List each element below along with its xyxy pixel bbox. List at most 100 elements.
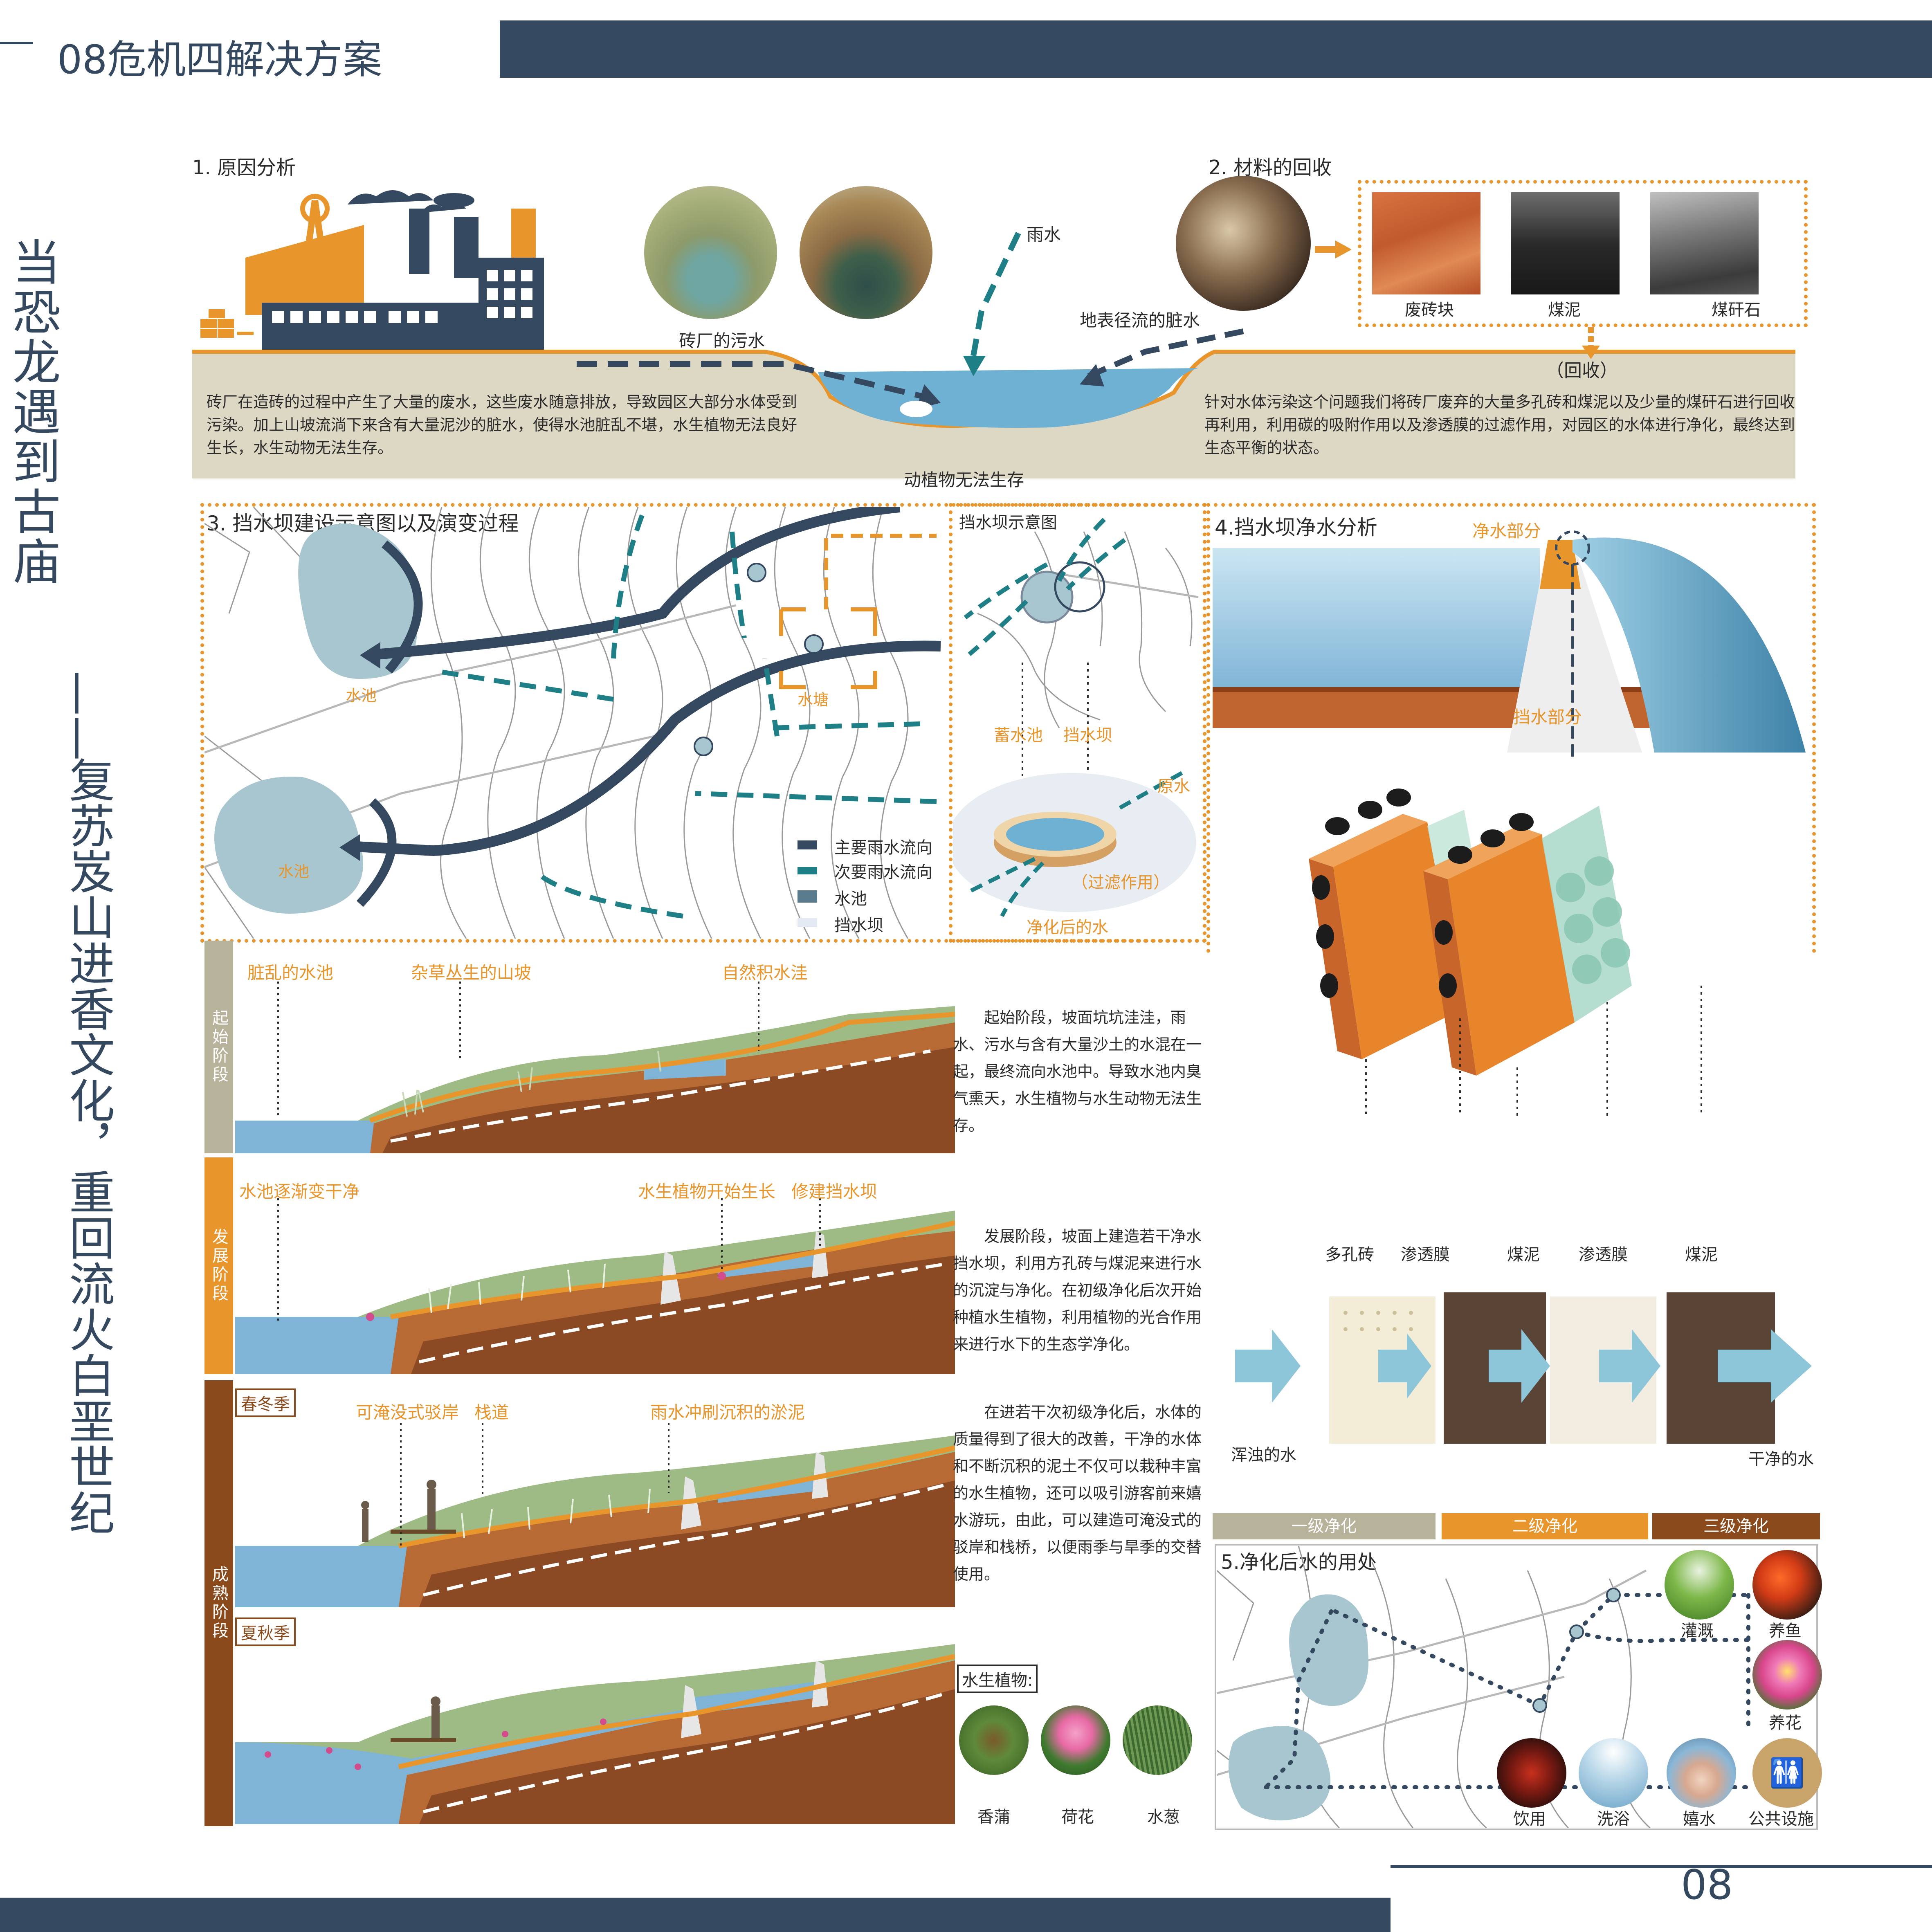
use-public-facility-icon: 🚻 (1752, 1738, 1822, 1808)
vertical-sub-title: 复苏岌山进香文化，重回流火白垩世纪 (61, 757, 115, 1535)
season-tag-summer-autumn: 夏秋季 (235, 1617, 296, 1646)
layer-label-membrane-2: 渗透膜 (1579, 1245, 1628, 1264)
stage3-label-submersible-bank: 可淹没式驳岸 (356, 1402, 459, 1422)
dirty-water-label: 浑浊的水 (1231, 1446, 1296, 1465)
section2-title: 2. 材料的回收 (1209, 156, 1332, 179)
stage2-label-clearing-pond: 水池逐渐变干净 (239, 1182, 360, 1202)
layer-label-coal-slime-2: 煤泥 (1685, 1245, 1718, 1264)
stage1-guides (277, 982, 759, 1117)
clean-water-label: 干净的水 (1748, 1450, 1814, 1469)
recycle-label: （回收） (1546, 360, 1618, 381)
dam-cross-section (1213, 530, 1806, 761)
material-brick-photo (1372, 192, 1480, 294)
plant-cattail-photo (959, 1705, 1029, 1775)
stage3-summer-section-illustration (235, 1644, 955, 1824)
plant-label-bulrush: 水葱 (1147, 1808, 1180, 1826)
stage1-description: 起始阶段，坡面坑坑洼洼，雨水、污水与含有大量沙土的水混在一起，最终流向水池中。导… (953, 1009, 1202, 1134)
stage2-guides (277, 1198, 821, 1321)
rain-label: 雨水 (1027, 225, 1061, 245)
restroom-icon: 🚻 (1769, 1756, 1805, 1790)
plant-bulrush-photo (1123, 1705, 1192, 1775)
material-coal-slime-photo (1511, 192, 1620, 294)
material-label-brick: 废砖块 (1405, 301, 1454, 319)
plant-label-lotus: 荷花 (1061, 1808, 1094, 1826)
use-label-drinking: 饮用 (1513, 1810, 1546, 1829)
level-2-label: 二级净化 (1512, 1517, 1578, 1536)
use-bathing-photo (1579, 1738, 1648, 1808)
filter-block-illustration (1309, 789, 1702, 1117)
use-irrigation-photo (1665, 1550, 1734, 1620)
section4-box (1206, 503, 1816, 953)
stage3-label-boardwalk: 栈道 (474, 1402, 509, 1422)
level-3-band: 三级净化 (1652, 1513, 1820, 1539)
section1-title: 1. 原因分析 (192, 156, 296, 179)
legend-minor-flow: 次要雨水流向 (834, 863, 932, 882)
legend-pond: 水池 (834, 890, 867, 908)
use-drinking-photo (1497, 1738, 1566, 1808)
inset-diagram (953, 518, 1199, 917)
stage3-spring-guides (400, 1423, 669, 1546)
map-pond-label-2: 水池 (278, 863, 310, 881)
footer-number-plate (1391, 1865, 1932, 1932)
materials-box (1358, 180, 1808, 327)
stage1-label-dirty-pond: 脏乱的水池 (247, 963, 334, 983)
use-fish-photo (1752, 1550, 1822, 1620)
pond-bottom-label: 动植物无法生存 (904, 470, 1024, 490)
inset-label-filter: （过滤作用） (1072, 873, 1170, 892)
pond-photo-caption: 砖厂的污水 (679, 331, 765, 351)
map-pond-label-1: 水池 (346, 687, 377, 705)
dam-plan-map (204, 507, 941, 939)
stage1-section-illustration (235, 1006, 955, 1153)
inset-label-dam: 挡水坝 (1063, 726, 1112, 745)
inset-label-raw-water: 原水 (1157, 777, 1190, 796)
aquatic-plants-title: 水生植物: (957, 1665, 1038, 1693)
inset-label-reservoir: 蓄水池 (994, 726, 1043, 745)
layer-label-coal-slime-1: 煤泥 (1507, 1245, 1540, 1264)
material-label-coal-slime: 煤泥 (1548, 301, 1581, 319)
material-label-gangue: 煤矸石 (1712, 301, 1761, 319)
legend-dam: 挡水坝 (834, 916, 883, 935)
plant-label-cattail: 香蒲 (977, 1808, 1010, 1826)
header-title-plate: 08危机四解决方案 (0, 20, 503, 83)
section3-inset-box (949, 503, 1206, 943)
kiln-arrow (1315, 240, 1352, 258)
clean-part-label: 净水部分 (1472, 521, 1541, 541)
section5-title: 5.净化后水的用处 (1221, 1551, 1377, 1574)
stage2-section-illustration (235, 1211, 955, 1374)
plant-lotus-photo (1041, 1705, 1110, 1775)
stage3-description: 在进若干次初级净化后，水体的质量得到了很大的改善，干净的水体和不断沉积的泥土不仅… (953, 1403, 1202, 1583)
use-play-photo (1667, 1738, 1736, 1808)
level-2-band: 二级净化 (1442, 1513, 1648, 1539)
inset-label-clean-water: 净化后的水 (1027, 918, 1108, 937)
filtration-sequence (1235, 1292, 1812, 1444)
use-label-fish: 养鱼 (1769, 1622, 1802, 1640)
runoff-label: 地表径流的脏水 (1080, 310, 1200, 330)
stage2-label-build-dam: 修建挡水坝 (791, 1182, 878, 1202)
section1-description: 砖厂在造砖的过程中产生了大量的废水，这些废水随意排放，导致园区大部分水体受到污染… (207, 393, 798, 457)
recycle-arrow (1582, 327, 1600, 359)
use-label-bathing: 洗浴 (1597, 1810, 1630, 1829)
factory-illustration (200, 190, 544, 356)
polluted-pond-photo-1 (644, 186, 777, 319)
layer-label-membrane-1: 渗透膜 (1401, 1245, 1450, 1264)
layer-label-porous-brick: 多孔砖 (1325, 1245, 1374, 1264)
vertical-dash: —— (54, 671, 106, 761)
stage-tab-development: 发展阶段 (204, 1157, 233, 1374)
level-3-label: 三级净化 (1703, 1517, 1769, 1536)
section4-title: 4.挡水坝净水分析 (1215, 516, 1377, 539)
map-tang-label: 水塘 (798, 691, 829, 709)
stage2-label-plants-growing: 水生植物开始生长 (638, 1182, 776, 1202)
stage-tab-initial: 起始阶段 (204, 941, 233, 1153)
use-label-play: 嬉水 (1683, 1810, 1716, 1829)
level-1-label: 一级净化 (1291, 1517, 1357, 1536)
stage3-spring-section-illustration (235, 1436, 955, 1607)
material-gangue-photo (1650, 192, 1759, 294)
use-label-public-facility: 公共设施 (1748, 1810, 1814, 1829)
polluted-pond-photo-2 (800, 186, 932, 319)
stage1-label-natural-puddle: 自然积水洼 (722, 963, 808, 983)
page-title: 08危机四解决方案 (57, 37, 382, 83)
legend-major-flow: 主要雨水流向 (834, 838, 932, 857)
stage3-label-silt: 雨水冲刷沉积的淤泥 (650, 1402, 805, 1422)
section2-description: 针对水体污染这个问题我们将砖厂废弃的大量多孔砖和煤泥以及少量的煤矸石进行回收再利… (1204, 393, 1795, 457)
use-label-flower: 养花 (1769, 1714, 1802, 1732)
